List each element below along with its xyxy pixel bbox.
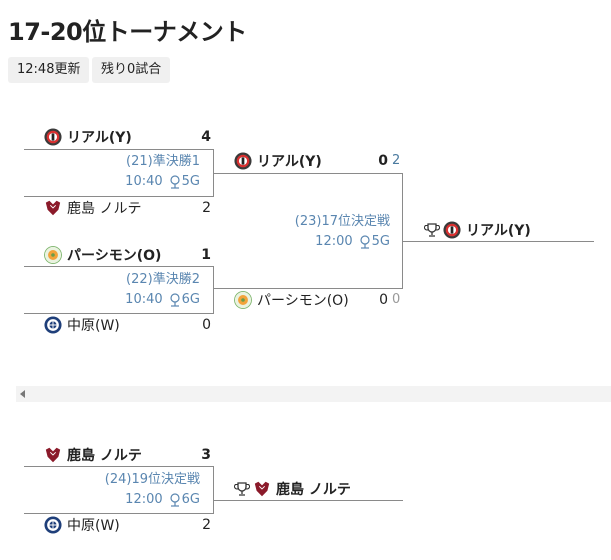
bracket-line: [24, 513, 214, 514]
match23-bottom-score: 0: [379, 292, 388, 308]
court-pin-icon: [170, 293, 180, 307]
court-pin-icon: [360, 235, 370, 249]
bracket-line: [24, 466, 214, 467]
match23-top-pk: 2: [392, 153, 401, 168]
persimmon-logo-icon: [234, 291, 252, 309]
trophy-icon: [234, 481, 250, 497]
bracket2-winner[interactable]: 鹿島 ノルテ: [234, 478, 351, 500]
updated-badge: 12:48更新: [8, 57, 90, 83]
trophy-icon: [424, 222, 440, 238]
match23-time: 12:00: [315, 234, 353, 249]
persimmon-logo-icon: [44, 246, 62, 264]
match23-top-team[interactable]: リアル(Y): [234, 150, 322, 172]
match21-info[interactable]: (21)準決勝1 10:40 5G: [84, 152, 200, 192]
match24-bottom-score: 2: [202, 517, 211, 533]
match23-court: 5G: [371, 234, 390, 249]
remaining-badge: 残り0試合: [92, 57, 171, 83]
match22-top-team[interactable]: パーシモン(O): [44, 244, 161, 266]
match22-court: 6G: [181, 292, 200, 307]
real-logo-icon: [44, 128, 62, 146]
horizontal-scrollbar[interactable]: [16, 386, 611, 402]
match21-bottom-team[interactable]: 鹿島 ノルテ: [44, 197, 141, 219]
match24-top-score: 3: [201, 447, 211, 463]
court-pin-icon: [170, 175, 180, 189]
nakahara-logo-icon: [44, 516, 62, 534]
match22-time: 10:40: [125, 292, 163, 307]
match24-court: 6G: [181, 492, 200, 507]
match21-top-score: 4: [201, 129, 211, 145]
bracket-line: [402, 241, 594, 242]
match23-info[interactable]: (23)17位決定戦 12:00 5G: [270, 212, 390, 252]
match24-bottom-team[interactable]: 中原(W): [44, 514, 120, 536]
kashima-logo-icon: [254, 481, 270, 497]
match21-top-team[interactable]: リアル(Y): [44, 126, 132, 148]
bracket-line: [213, 466, 214, 514]
bracket-line: [213, 173, 403, 174]
match22-info[interactable]: (22)準決勝2 10:40 6G: [84, 270, 200, 310]
scroll-left-icon[interactable]: [20, 390, 25, 398]
bracket-line: [402, 173, 403, 289]
nakahara-logo-icon: [44, 316, 62, 334]
match22-top-score: 1: [201, 247, 211, 263]
real-logo-icon: [443, 221, 461, 239]
match23-top-score: 0: [378, 153, 388, 169]
match21-time: 10:40: [125, 174, 163, 189]
match24-label: (24)19位決定戦: [104, 472, 200, 487]
match24-info[interactable]: (24)19位決定戦 12:00 6G: [84, 470, 200, 510]
match22-label: (22)準決勝2: [126, 272, 200, 287]
bracket-line: [213, 500, 403, 501]
bracket-line: [24, 149, 214, 150]
kashima-logo-icon: [45, 200, 61, 216]
bracket-line: [24, 313, 214, 314]
match21-label: (21)準決勝1: [126, 154, 200, 169]
match21-court: 5G: [181, 174, 200, 189]
bracket-line: [213, 288, 403, 289]
match24-time: 12:00: [125, 492, 163, 507]
bracket1-winner[interactable]: リアル(Y): [424, 219, 531, 241]
kashima-logo-icon: [45, 447, 61, 463]
match21-bottom-score: 2: [202, 200, 211, 216]
bracket-line: [24, 196, 214, 197]
court-pin-icon: [170, 493, 180, 507]
match23-bottom-team[interactable]: パーシモン(O): [234, 289, 349, 311]
real-logo-icon: [234, 152, 252, 170]
page-title: 17-20位トーナメント: [8, 18, 247, 46]
match23-bottom-pk: 0: [392, 292, 401, 307]
match23-label: (23)17位決定戦: [294, 214, 390, 229]
bracket-line: [213, 266, 214, 314]
match22-bottom-team[interactable]: 中原(W): [44, 314, 120, 336]
match24-top-team[interactable]: 鹿島 ノルテ: [44, 444, 142, 466]
match22-bottom-score: 0: [202, 317, 211, 333]
bracket-line: [24, 266, 214, 267]
